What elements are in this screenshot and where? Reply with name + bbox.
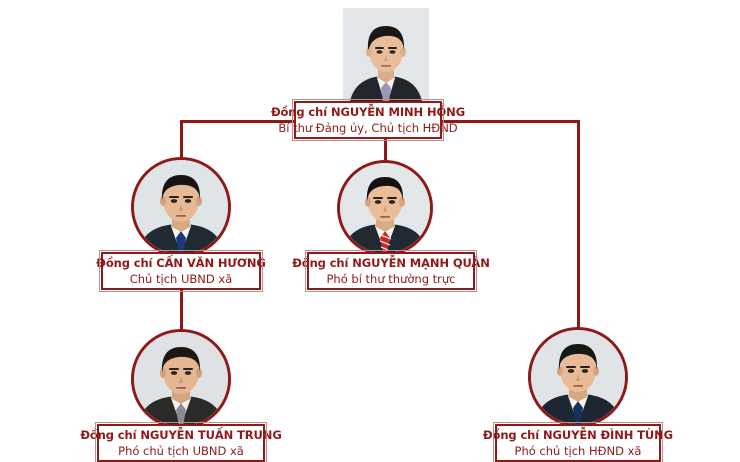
label-box-node-4: Đồng chí NGUYỄN TUẤN TRUNG Phó chủ tịch … (80, 422, 282, 462)
node-5-name: Đồng chí NGUYỄN ĐÌNH TÙNG (482, 428, 674, 442)
node-3-role: Phó bí thư thường trực (326, 272, 456, 286)
node-5-role: Phó chủ tịch HĐND xã (514, 444, 642, 458)
node-1-name: Đồng chí NGUYỄN MINH HỒNG (270, 105, 466, 119)
connector-vertical-node3 (384, 138, 387, 165)
connector-vertical-node5 (577, 120, 580, 328)
connector-horizontal-left (180, 120, 296, 123)
label-box-node-1: Đồng chí NGUYỄN MINH HỒNG Bí thư Đảng ủy… (271, 99, 465, 141)
connector-horizontal-right (441, 120, 580, 123)
node-4-name: Đồng chí NGUYỄN TUẤN TRUNG (80, 428, 282, 442)
portrait-node-4 (131, 329, 231, 429)
connector-vertical-node4 (180, 290, 183, 335)
portrait-node-2 (131, 157, 231, 257)
node-2-role: Chủ tịch UBND xã (129, 272, 233, 286)
label-box-node-3: Đồng chí NGUYỄN MẠNH QUÂN Phó bí thư thư… (292, 250, 490, 292)
node-4-role: Phó chủ tịch UBND xã (118, 444, 244, 458)
portrait-node-5 (528, 327, 628, 427)
label-box-node-2: Đồng chí CẤN VĂN HƯƠNG Chủ tịch UBND xã (96, 250, 266, 292)
node-1-role: Bí thư Đảng ủy, Chủ tịch HĐND (278, 121, 458, 135)
portrait-node-1 (343, 8, 429, 108)
node-3-name: Đồng chí NGUYỄN MẠNH QUÂN (292, 256, 490, 270)
label-box-node-5: Đồng chí NGUYỄN ĐÌNH TÙNG Phó chủ tịch H… (483, 422, 673, 462)
connector-vertical-node2 (180, 120, 183, 165)
node-2-name: Đồng chí CẤN VĂN HƯƠNG (96, 256, 266, 270)
portrait-node-3 (337, 160, 433, 256)
